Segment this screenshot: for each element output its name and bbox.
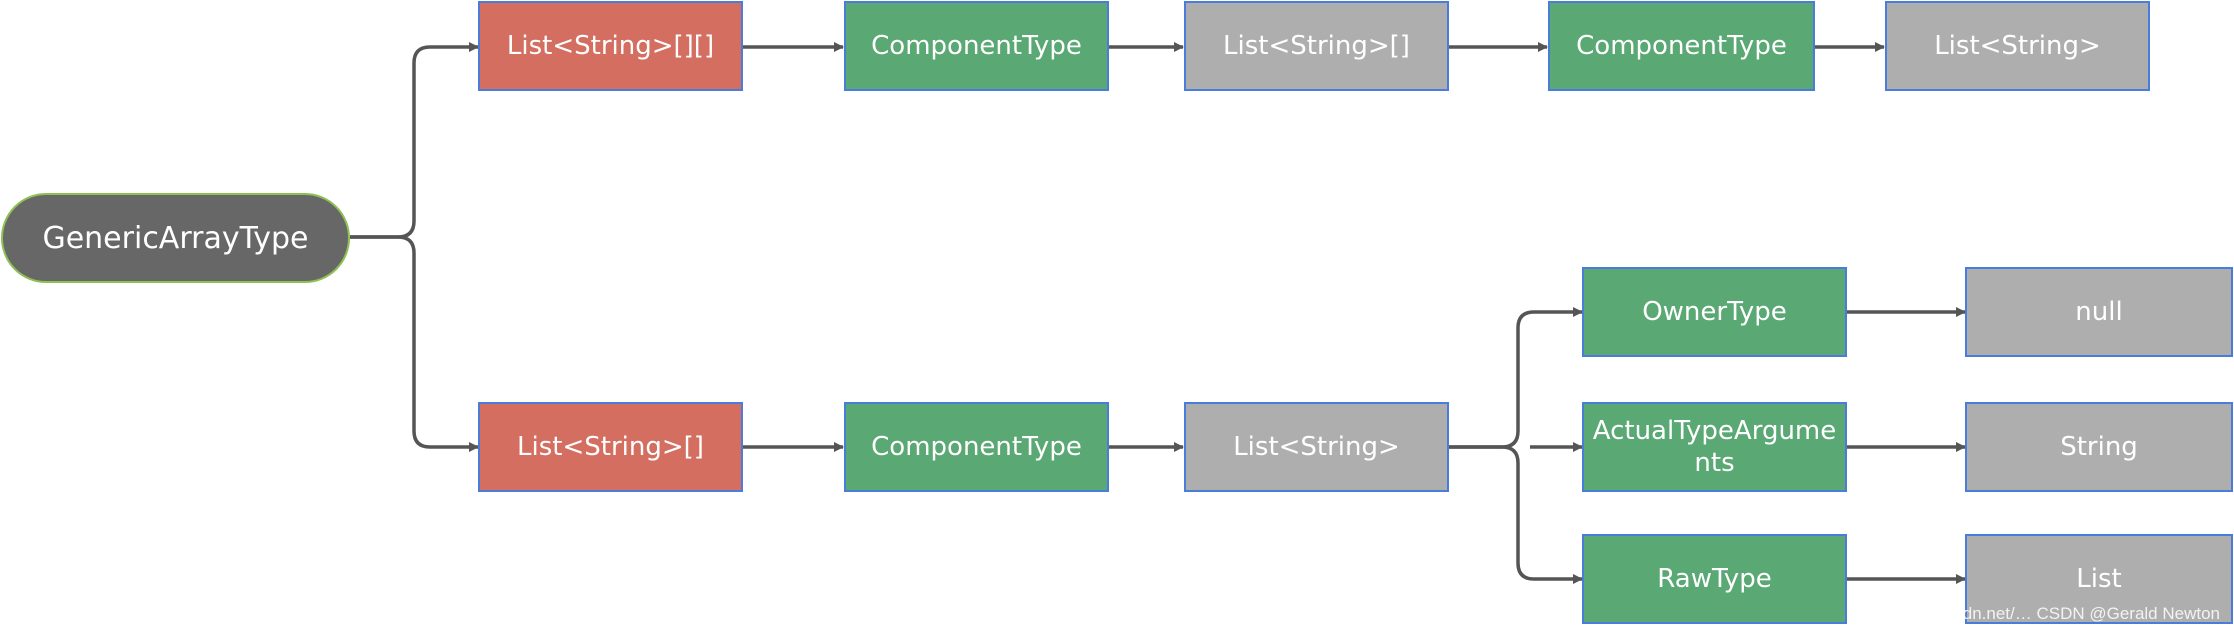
top-node-list-string-2d-array: List<String>[][] bbox=[478, 1, 743, 91]
bottom-node-component-type: ComponentType bbox=[844, 402, 1109, 492]
root-node-generic-array-type: GenericArrayType bbox=[1, 193, 350, 283]
watermark-text: https://blog.csdn.net/… CSDN @Gerald New… bbox=[1857, 604, 2220, 623]
branch-actual-type-arguments-value: String bbox=[1965, 402, 2233, 492]
branch-owner-type-value: null bbox=[1965, 267, 2233, 357]
connector-root-bottom bbox=[350, 235, 479, 452]
top-node-component-type-2: ComponentType bbox=[1548, 1, 1815, 91]
branch-owner-type: OwnerType bbox=[1582, 267, 1847, 357]
bottom-node-list-string-array: List<String>[] bbox=[478, 402, 743, 492]
top-node-list-string-array: List<String>[] bbox=[1184, 1, 1449, 91]
branch-raw-type-value: List bbox=[1965, 534, 2233, 624]
connector-branch-raw bbox=[1448, 445, 1583, 584]
branch-raw-type: RawType bbox=[1582, 534, 1847, 624]
connector-root-top bbox=[350, 42, 479, 239]
bottom-node-list-string: List<String> bbox=[1184, 402, 1449, 492]
connector-branch-owner bbox=[1448, 307, 1583, 449]
branch-actual-type-arguments: ActualTypeArguments bbox=[1582, 402, 1847, 492]
top-node-component-type-1: ComponentType bbox=[844, 1, 1109, 91]
top-node-list-string: List<String> bbox=[1885, 1, 2150, 91]
